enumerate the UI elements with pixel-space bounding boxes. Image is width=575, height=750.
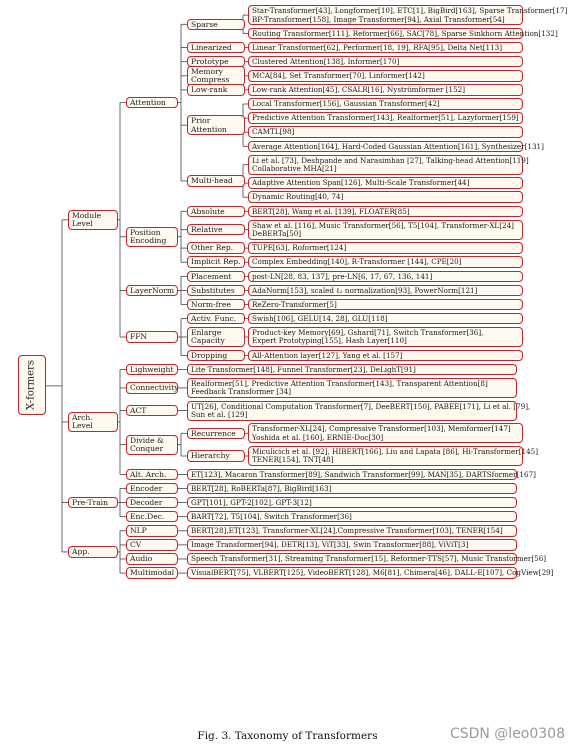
leaf-node: VisualBERT[75], VLBERT[125], VideoBERT[1…: [187, 567, 554, 579]
category-node: Multimodal: [126, 567, 178, 579]
figure-caption: Fig. 3. Taxonomy of Transformers: [197, 730, 378, 742]
leaf-node: MCA[84], Set Transformer[70], Linformer[…: [248, 70, 523, 82]
category-node: Activ. Func.: [187, 312, 245, 325]
category-node: Dropping: [187, 349, 245, 362]
leaf-node: BERT[28],ET[123], Transformer-XL[24],Com…: [187, 525, 517, 537]
leaf-node: CAMTL[98]: [248, 126, 523, 138]
category-node: Low-rank: [187, 84, 245, 96]
category-node: Arch. Level: [68, 411, 118, 433]
leaf-node: Swish[106], GELU[14, 28], GLU[118]: [248, 312, 523, 325]
category-node: Encoder: [126, 482, 178, 495]
category-node: Connectivity: [126, 382, 178, 394]
leaf-node: ReZero-Transformer[5]: [248, 298, 523, 311]
category-node: Memory Compress: [187, 65, 245, 86]
category-node: Audio: [126, 553, 178, 565]
leaf-node: Image Transformer[94], DETR[13], ViT[33]…: [187, 539, 517, 551]
category-node: Prior Attention: [187, 115, 245, 136]
category-node: NLP: [126, 525, 178, 537]
leaf-node: BERT[28], RoBERTa[87], BigBird[163]: [187, 482, 517, 495]
category-node: Enlarge Capacity: [187, 326, 245, 348]
category-node: Absolute: [187, 205, 245, 218]
leaf-node: Adaptive Attention Span[126], Multi-Scal…: [248, 177, 523, 189]
category-node: Decoder: [126, 496, 178, 509]
leaf-node: ET[123], Macaron Transformer[89], Sandwi…: [187, 468, 536, 481]
category-node: Divide & Conquer: [126, 434, 178, 455]
leaf-node: Routing Transformer[111], Reformer[66], …: [248, 27, 558, 40]
leaf-node: Local Transformer[156], Gaussian Transfo…: [248, 98, 523, 110]
leaf-node: UT[26], Conditional Computation Transfor…: [187, 400, 530, 421]
category-node: Other Rep.: [187, 242, 245, 254]
leaf-node: Realformer[51], Predictive Attention Tra…: [187, 377, 517, 398]
leaf-node: BART[72], T5[104], Switch Transformer[36…: [187, 510, 517, 523]
leaf-node: Transformer-XL[24], Compressive Transfor…: [248, 423, 523, 444]
category-node: Lighweight: [126, 363, 178, 376]
leaf-node: Lite Transformer[148], Funnel Transforme…: [187, 363, 517, 376]
leaf-node: Predictive Attention Transformer[143], R…: [248, 112, 523, 124]
category-node: Recurrence: [187, 427, 245, 440]
watermark: CSDN @leo0308: [449, 726, 565, 742]
leaf-node: Speech Transformer[31], Streaming Transf…: [187, 553, 546, 565]
category-node: Substitutes: [187, 284, 245, 297]
leaf-node: Linear Transformer[62], Performer[18, 19…: [248, 41, 523, 54]
category-node: Module Level: [68, 209, 118, 230]
leaf-node: AdaNorm[153], scaled ℓ₂ normalization[93…: [248, 284, 523, 297]
leaf-node: All-Attention layer[127], Yang et al. [1…: [248, 349, 523, 362]
category-node: Multi-head: [187, 175, 245, 187]
leaf-node: post-LN[28, 83, 137], pre-LN[6, 17, 67, …: [248, 270, 523, 283]
leaf-node: Product-key Memory[69], Gshard[71], Swit…: [248, 326, 523, 348]
category-node: CV: [126, 539, 178, 551]
category-node: LayerNorm: [126, 284, 178, 297]
category-node: Placement: [187, 270, 245, 283]
category-node: Pre-Train: [68, 496, 118, 509]
category-node: Relative: [187, 223, 245, 236]
category-node: ACT: [126, 404, 178, 417]
leaf-node: Star-Transformer[43], Longformer[10], ET…: [248, 5, 567, 26]
category-node: Attention: [126, 96, 178, 109]
category-node: Linearized: [187, 41, 245, 54]
category-node: Enc.Dec.: [126, 510, 178, 523]
category-node: FFN: [126, 331, 178, 343]
category-node: Sparse: [187, 18, 245, 31]
leaf-node: TUPE[63], Roformer[124]: [248, 242, 523, 254]
category-node: App.: [68, 546, 118, 558]
category-node: Hierarchy: [187, 450, 245, 462]
leaf-node: Li et al. [73], Deshpande and Narasimhan…: [248, 154, 529, 175]
leaf-node: Miculicich et al. [92], HIBERT[166], Liu…: [248, 445, 538, 467]
leaf-node: BERT[28], Wang et al. [139], FLOATER[85]: [248, 205, 523, 218]
leaf-node: Shaw et al. [116], Music Transformer[56]…: [248, 219, 523, 240]
root-node: X-formers: [18, 355, 46, 416]
leaf-node: Complex Embedding[140], R-Transformer [1…: [248, 256, 523, 268]
category-node: Norm-free: [187, 298, 245, 311]
leaf-node: Dynamic Routing[40, 74]: [248, 191, 523, 203]
leaf-node: GPT[101], GPT-2[102], GPT-3[12]: [187, 496, 517, 509]
category-node: Position Encoding: [126, 226, 178, 247]
category-node: Alt. Arch.: [126, 468, 178, 481]
leaf-node: Clustered Attention[138], Informer[170]: [248, 55, 523, 68]
category-node: Implicit Rep.: [187, 256, 245, 268]
leaf-node: Low-rank Attention[45], CSALR[16], Nystr…: [248, 84, 523, 96]
leaf-node: Average Attention[164], Hard-Coded Gauss…: [248, 140, 544, 153]
